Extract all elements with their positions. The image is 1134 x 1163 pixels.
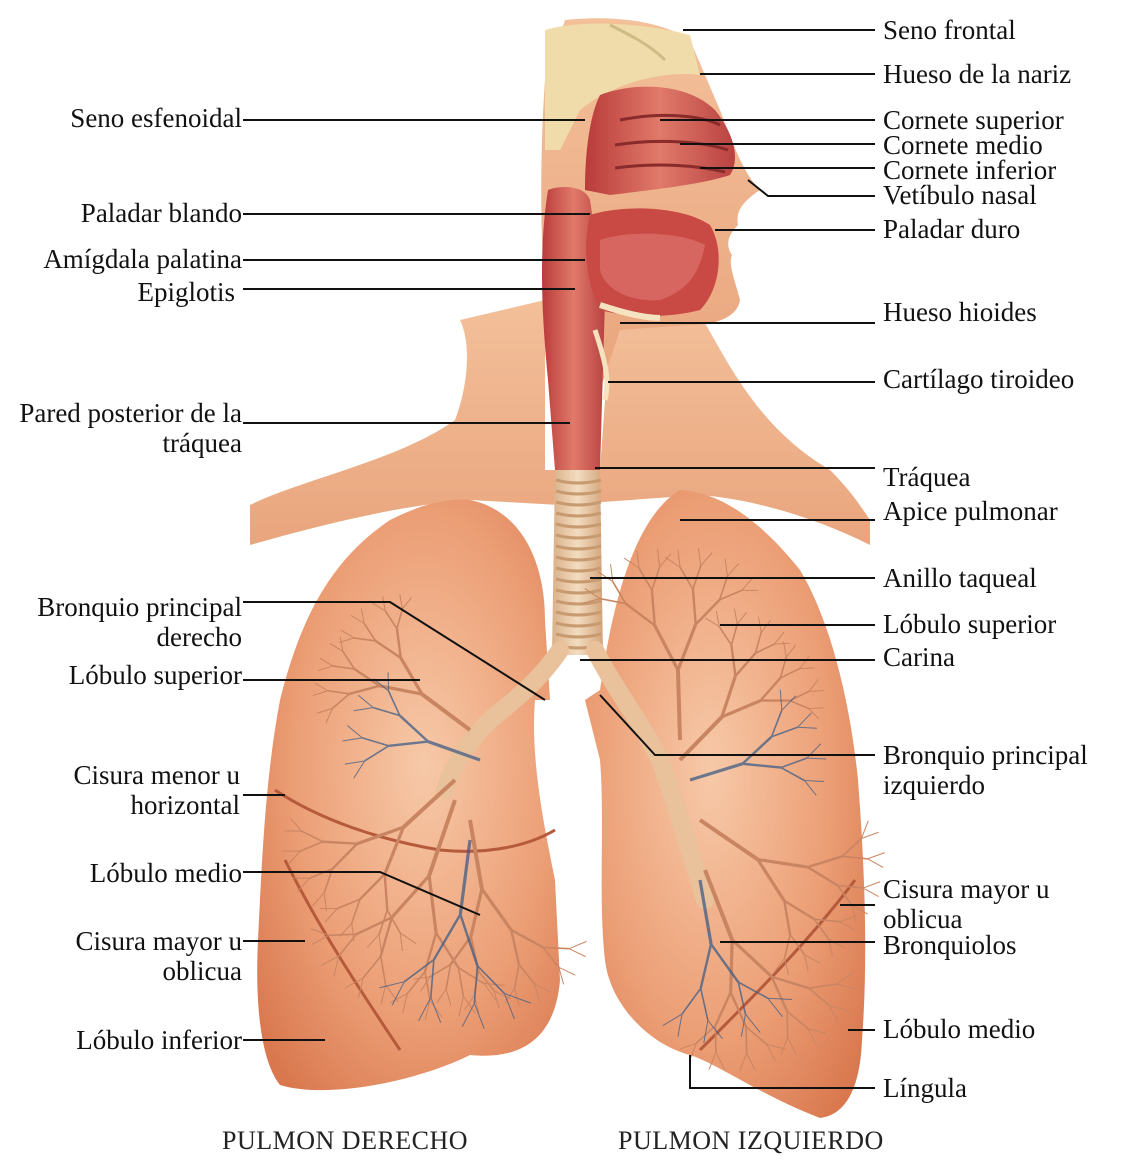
bronchiole	[868, 859, 884, 868]
bronchiole	[569, 949, 585, 957]
label-seno-esfenoidal: Seno esfenoidal	[30, 103, 242, 133]
label-epiglotis: Epiglotis	[60, 277, 235, 307]
label-amigdala-palatina: Amígdala palatina	[5, 244, 242, 274]
label-hueso-nariz: Hueso de la nariz	[883, 59, 1071, 89]
label-anillo-traqueal: Anillo taqueal	[883, 563, 1037, 593]
label-lobulo-medio-derecho: Lóbulo medio	[40, 858, 242, 888]
label-seno-frontal: Seno frontal	[883, 15, 1016, 45]
label-lingula: Língula	[883, 1073, 967, 1103]
label-pared-posterior-traquea: Pared posterior de la tráquea	[5, 398, 242, 458]
bronchiole	[787, 1011, 788, 1037]
label-vestibulo-nasal: Vetíbulo nasal	[883, 180, 1037, 210]
label-lobulo-superior-derecho: Lóbulo superior	[20, 660, 242, 690]
bronchiole	[559, 967, 575, 975]
vessel	[388, 672, 389, 691]
label-lobulo-medio-izquierdo: Lóbulo medio	[883, 1014, 1035, 1044]
label-hueso-hioides: Hueso hioides	[883, 297, 1037, 327]
bronchiole	[731, 940, 733, 992]
bronchiole	[868, 853, 885, 859]
label-apice-pulmonar: Apice pulmonar	[883, 496, 1058, 526]
label-paladar-blando: Paladar blando	[20, 198, 242, 228]
label-cisura-mayor-derecha: Cisura mayor u oblicua	[40, 926, 242, 986]
label-traquea: Tráquea	[883, 462, 971, 492]
caption-pulmon-izquierdo: PULMON IZQUIERDO	[618, 1126, 884, 1156]
label-lobulo-superior-izquierdo: Lóbulo superior	[883, 609, 1056, 639]
label-cisura-menor: Cisura menor u horizontal	[40, 760, 240, 820]
label-cartilago-tiroideo: Cartílago tiroideo	[883, 364, 1074, 394]
right-lung	[257, 500, 560, 1091]
caption-pulmon-derecho: PULMON DERECHO	[222, 1126, 468, 1156]
label-lobulo-inferior: Lóbulo inferior	[20, 1025, 242, 1055]
bronchiole	[611, 564, 613, 582]
bronchiole	[678, 670, 680, 740]
label-bronquiolos: Bronquiolos	[883, 930, 1017, 960]
bronchiole	[329, 934, 356, 935]
label-carina: Carina	[883, 642, 955, 672]
label-bronquio-principal-derecho: Bronquio principal derecho	[5, 592, 242, 652]
bronchiole	[746, 1027, 747, 1053]
bronchiole	[863, 882, 880, 888]
bronchiole	[863, 888, 879, 897]
bronchiole	[569, 941, 586, 948]
label-bronquio-principal-izquierdo: Bronquio principal izquierdo	[883, 740, 1123, 800]
label-paladar-duro: Paladar duro	[883, 214, 1020, 244]
label-cisura-mayor-izquierda: Cisura mayor u oblicua	[883, 874, 1083, 934]
